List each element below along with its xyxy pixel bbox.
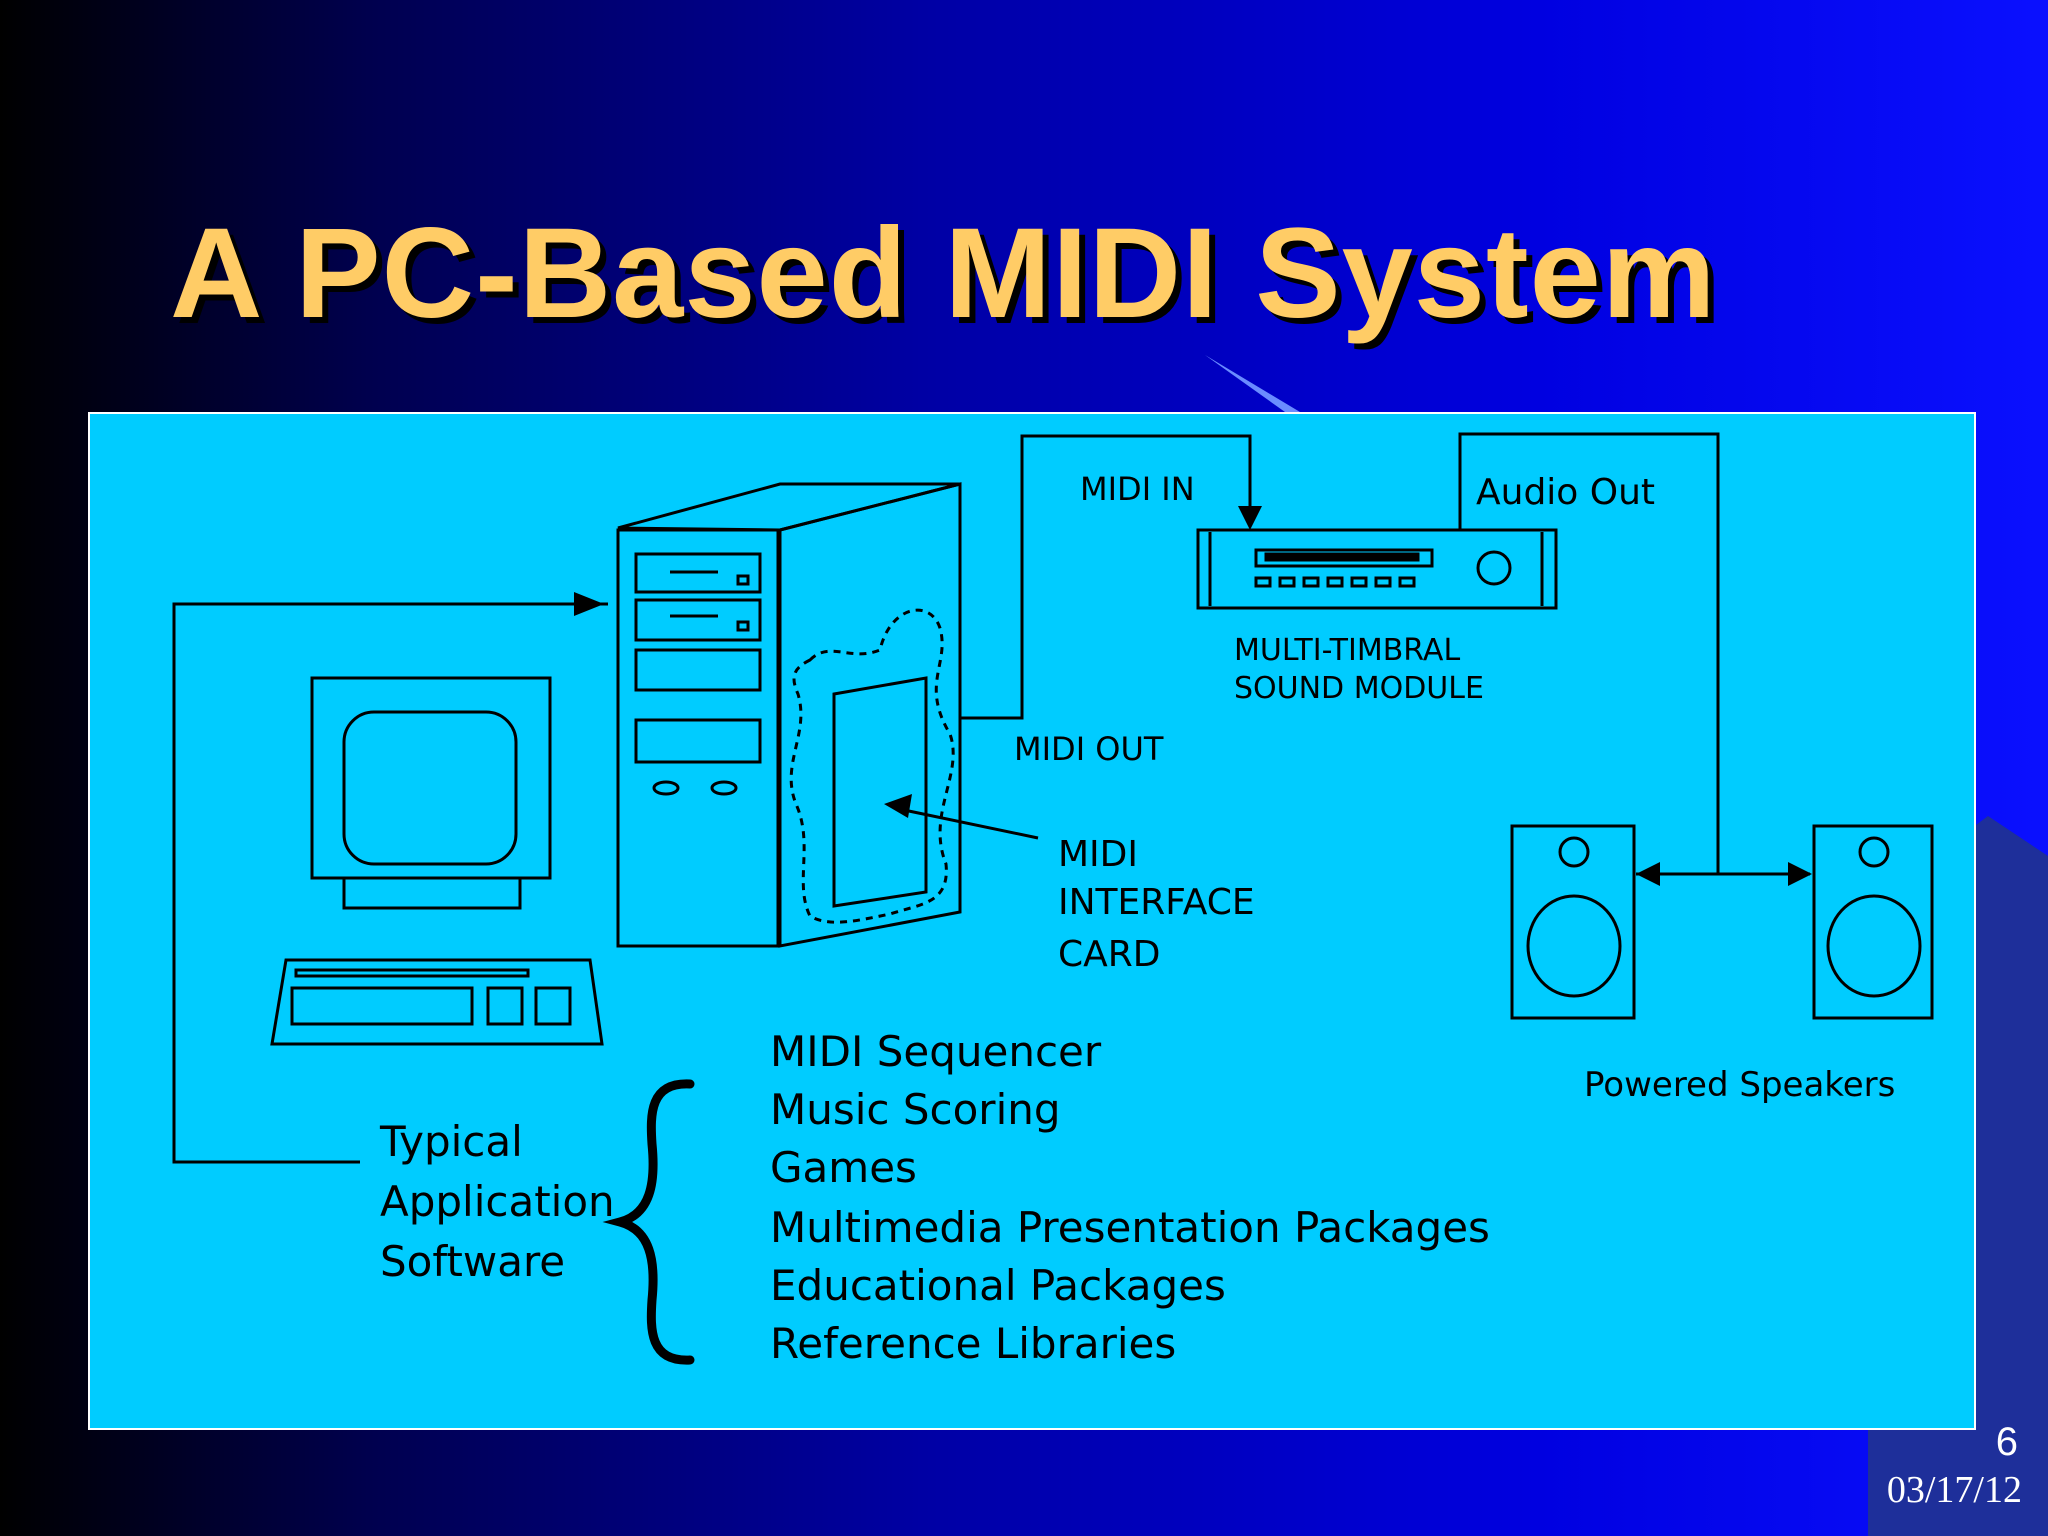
pc-tower-icon	[616, 482, 962, 948]
interface-card-label-line1: MIDI	[1058, 834, 1138, 875]
software-list-item: Reference Libraries	[770, 1319, 1176, 1368]
typical-software-label-line3: Software	[380, 1237, 565, 1286]
software-list-item: Music Scoring	[770, 1085, 1061, 1134]
sound-module-icon	[1196, 528, 1558, 610]
software-list-item: Games	[770, 1143, 917, 1192]
sound-module-label-line1: MULTI-TIMBRAL	[1234, 633, 1460, 668]
powered-speakers-label: Powered Speakers	[1584, 1065, 1895, 1105]
sound-module-label-line2: SOUND MODULE	[1234, 671, 1484, 706]
software-list-item: Multimedia Presentation Packages	[770, 1203, 1490, 1252]
monitor-icon	[310, 676, 552, 910]
midi-in-label: MIDI IN	[1080, 470, 1195, 508]
keyboard-icon	[270, 958, 604, 1046]
software-list-item: MIDI Sequencer	[770, 1027, 1102, 1076]
midi-interface-card-icon	[789, 608, 955, 924]
slide-title: A PC-Based MIDI System	[170, 202, 1717, 345]
connection-lines	[172, 432, 1810, 1164]
arrowheads	[574, 506, 1812, 886]
software-list-item: Educational Packages	[770, 1261, 1226, 1310]
interface-card-label-line3: CARD	[1058, 934, 1161, 975]
interface-card-label-line2: INTERFACE	[1058, 882, 1255, 923]
typical-software-label-line2: Application	[380, 1177, 615, 1226]
midi-system-diagram: MIDI IN Audio Out MULTI-TIMBRAL SOUND MO…	[172, 432, 1934, 1368]
typical-software-label-line1: Typical	[379, 1117, 523, 1166]
slide-number: 6	[1995, 1420, 2018, 1464]
audio-out-label: Audio Out	[1476, 472, 1655, 513]
right-speaker-icon	[1812, 824, 1934, 1020]
left-speaker-icon	[1510, 824, 1636, 1020]
brace-icon	[602, 1079, 695, 1365]
diagram-panel: MIDI IN Audio Out MULTI-TIMBRAL SOUND MO…	[88, 412, 1976, 1430]
midi-out-label: MIDI OUT	[1014, 730, 1164, 768]
slide-date: 03/17/12	[1886, 1469, 2022, 1511]
